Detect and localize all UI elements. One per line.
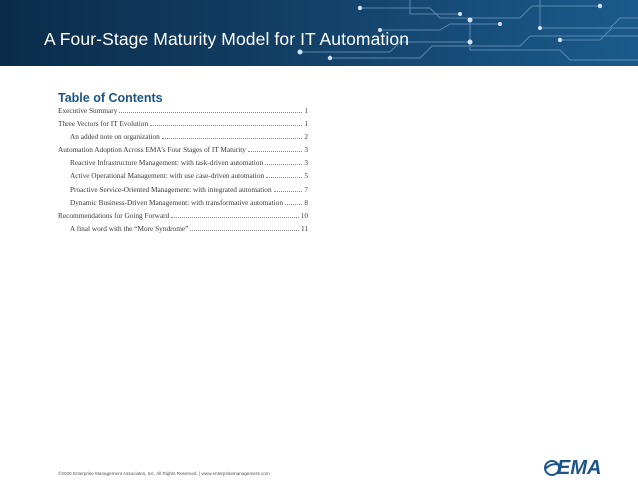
toc-entry-page: 1 — [304, 106, 308, 115]
toc-dot-leader — [273, 190, 303, 192]
toc-entry[interactable]: Reactive Infrastructure Management: with… — [58, 156, 308, 169]
circuit-pattern-graphic — [297, 0, 638, 61]
toc-entry[interactable]: Proactive Service-Oriented Management: w… — [58, 183, 308, 196]
ema-logo: EMA — [543, 456, 602, 480]
document-title: A Four-Stage Maturity Model for IT Autom… — [44, 29, 410, 49]
toc-entry-label: Active Operational Management: with use … — [70, 171, 265, 181]
toc-dot-leader — [190, 229, 299, 231]
toc-dot-leader — [247, 151, 303, 153]
toc-entry-label: Recommendations for Going Forward — [58, 210, 170, 220]
toc-entry[interactable]: Executive Summary 1 — [58, 104, 308, 117]
toc-entry[interactable]: Three Vectors for IT Evolution 1 — [58, 117, 308, 130]
globe-swoosh-icon — [544, 460, 561, 476]
toc-dot-leader — [171, 216, 299, 218]
toc-entry-page: 10 — [300, 210, 308, 220]
toc-entry[interactable]: Active Operational Management: with use … — [58, 169, 308, 182]
toc-dot-leader — [161, 138, 303, 140]
toc-entry-label: An added note on organization — [70, 132, 160, 142]
toc-entry-label: Proactive Service-Oriented Management: w… — [70, 184, 272, 194]
toc-entry[interactable]: Dynamic Business-Driven Management: with… — [58, 196, 308, 209]
footer-copyright: ©2020 Enterprise Management Associates, … — [58, 471, 270, 476]
toc-entry-page: 11 — [300, 223, 308, 233]
toc-entry[interactable]: Automation Adoption Across EMA’s Four St… — [58, 143, 308, 156]
toc-entry-page: 3 — [304, 158, 308, 168]
toc-dot-leader — [265, 164, 303, 166]
toc-entry-page: 7 — [304, 184, 308, 194]
toc-dot-leader — [266, 177, 303, 179]
toc-entry-page: 1 — [304, 119, 308, 129]
toc-entry-label: Executive Summary — [58, 106, 118, 115]
toc-entry-page: 2 — [304, 132, 308, 142]
toc-entry-label: Three Vectors for IT Evolution — [58, 119, 149, 129]
toc-entry[interactable]: A final word with the “More Syndrome” 11 — [58, 222, 308, 235]
header-banner: A Four-Stage Maturity Model for IT Autom… — [0, 0, 638, 66]
toc-dot-leader — [284, 203, 303, 205]
toc-entry-label: Dynamic Business-Driven Management: with… — [70, 197, 283, 207]
toc-heading: Table of Contents — [58, 91, 163, 105]
toc-dot-leader — [119, 112, 303, 113]
logo-text: EMA — [557, 457, 602, 479]
toc-entry-label: Automation Adoption Across EMA’s Four St… — [58, 145, 246, 155]
toc-entry-label: A final word with the “More Syndrome” — [70, 223, 189, 233]
toc-entry-page: 8 — [304, 197, 308, 207]
toc-entry-page: 5 — [304, 171, 308, 181]
toc-entry[interactable]: Recommendations for Going Forward 10 — [58, 209, 308, 222]
toc-entry[interactable]: An added note on organization 2 — [58, 130, 308, 143]
toc-entry-page: 3 — [304, 145, 308, 155]
toc-dot-leader — [150, 125, 303, 127]
toc-entry-label: Reactive Infrastructure Management: with… — [70, 158, 264, 168]
